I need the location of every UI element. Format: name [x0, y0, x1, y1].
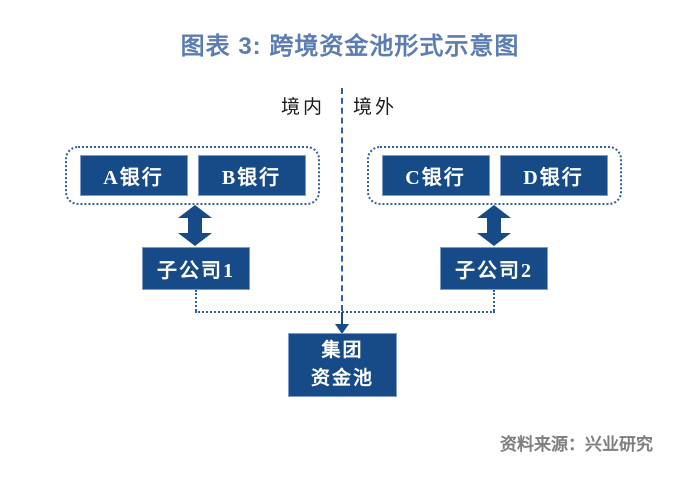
connector-line-horizontal: [195, 311, 495, 313]
down-arrow-icon: [341, 312, 343, 326]
double-headed-arrow-icon: [178, 205, 212, 246]
connector-line-left: [195, 290, 197, 311]
pool-label-line1: 集团: [321, 340, 364, 361]
bank-a-box: A银行: [79, 155, 188, 196]
bank-d-box: D银行: [499, 155, 608, 196]
bank-c-box: C银行: [381, 155, 490, 196]
data-source-note: 资料来源：兴业研究: [500, 435, 653, 454]
bank-b-box: B银行: [197, 155, 306, 196]
subsidiary-2-box: 子公司2: [440, 247, 548, 290]
overseas-label: 境外: [353, 97, 398, 118]
domestic-overseas-divider-line: [341, 88, 343, 311]
group-capital-pool-box: 集团 资金池: [288, 333, 397, 397]
domestic-label: 境内: [281, 97, 326, 118]
domestic-banks-group: A银行 B银行: [65, 146, 320, 205]
down-arrow-icon: [335, 324, 349, 334]
connector-line-right: [493, 290, 495, 311]
subsidiary-1-box: 子公司1: [142, 247, 250, 290]
overseas-banks-group: C银行 D银行: [367, 146, 622, 205]
double-headed-arrow-icon: [477, 205, 511, 246]
pool-label-line2: 资金池: [310, 368, 374, 389]
figure-title: 图表 3: 跨境资金池形式示意图: [180, 33, 520, 60]
